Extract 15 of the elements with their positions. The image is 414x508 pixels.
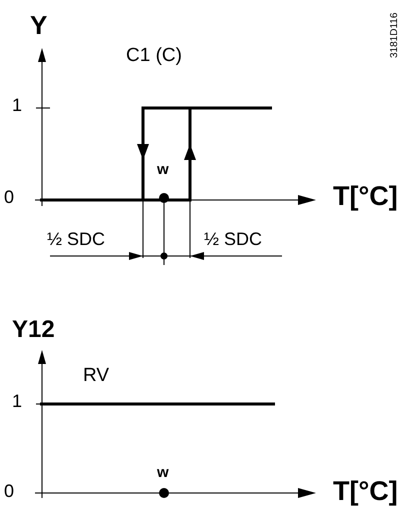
dimension-label: ½ SDC bbox=[204, 230, 262, 248]
setpoint-label: w bbox=[157, 162, 169, 177]
dimension-label: ½ SDC bbox=[47, 230, 106, 248]
tick-label: 1 bbox=[12, 96, 22, 114]
tick-label: 0 bbox=[4, 188, 14, 206]
setpoint-label: w bbox=[157, 465, 169, 480]
document-code: 3181D116 bbox=[390, 12, 400, 58]
axis-label: T[°C] bbox=[333, 478, 398, 505]
axis-label: T[°C] bbox=[333, 183, 398, 210]
axis-label: Y bbox=[30, 12, 48, 38]
chart-title: RV bbox=[83, 366, 110, 385]
axis-label: Y12 bbox=[12, 318, 55, 342]
tick-label: 1 bbox=[12, 392, 22, 410]
chart-title: C1 (C) bbox=[126, 46, 182, 65]
tick-label: 0 bbox=[4, 482, 14, 500]
